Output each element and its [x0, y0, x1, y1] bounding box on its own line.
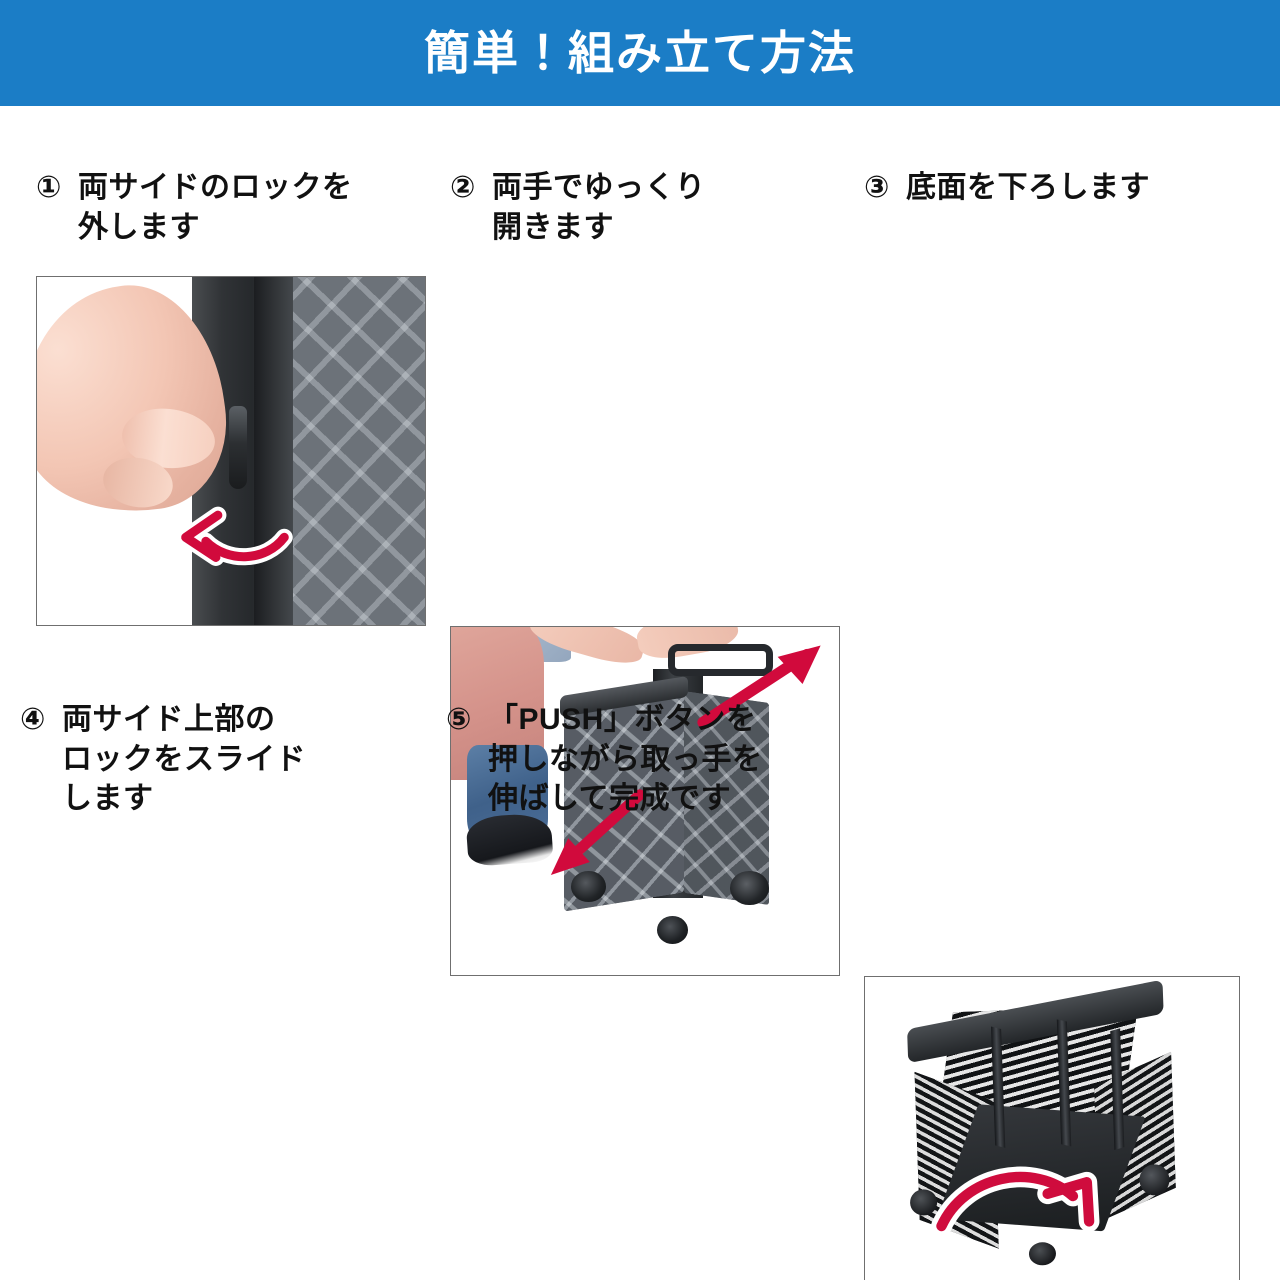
photo-1-scene	[37, 277, 425, 625]
step-1-label: 両サイドのロックを 外します	[78, 171, 353, 244]
step-4: ④ 両サイド上部の ロックをスライド します	[20, 700, 420, 819]
step-1-caption: ① 両サイドのロックを 外します	[36, 168, 426, 247]
step-2-number: ②	[450, 171, 476, 204]
step-5-number: ⑤	[446, 703, 472, 736]
step-1-number: ①	[36, 171, 62, 204]
step-4-caption: ④ 両サイド上部の ロックをスライド します	[20, 700, 420, 819]
step-3: ③ 底面を下ろします	[864, 168, 1264, 208]
step-3-number: ③	[864, 171, 890, 204]
straight-arrow-up-right-icon	[696, 645, 821, 728]
step-3-caption: ③ 底面を下ろします	[864, 168, 1264, 208]
step-1-photo	[36, 276, 426, 626]
step-3-photo	[864, 976, 1240, 1280]
curved-arrow-down-right-icon	[930, 1166, 1100, 1237]
step-3-label: 底面を下ろします	[906, 171, 1150, 204]
cart-handle-bar	[668, 644, 774, 676]
page-title: 簡単！組み立て方法	[424, 27, 856, 79]
step-2-photo	[450, 626, 840, 976]
lock-latch	[229, 405, 247, 490]
curved-arrow-left-icon	[177, 506, 293, 566]
step-1: ① 両サイドのロックを 外します	[36, 168, 426, 247]
step-2-label: 両手でゆっくり 開きます	[492, 171, 706, 244]
step-4-label: 両サイド上部の ロックをスライド します	[62, 703, 306, 816]
step-4-number: ④	[20, 703, 46, 736]
photo-2-scene	[451, 627, 839, 975]
straight-arrow-down-left-icon	[551, 789, 646, 875]
crate-edge-column	[254, 277, 294, 625]
header-banner: 簡単！組み立て方法	[0, 0, 1280, 106]
step-5-label: 「PUSH」ボタンを 押しながら取っ手を 伸ばして完成です	[488, 703, 763, 816]
step-5: ⑤ 「PUSH」ボタンを 押しながら取っ手を 伸ばして完成です	[446, 700, 846, 819]
step-2: ② 両手でゆっくり 開きます	[450, 168, 840, 247]
crate-lattice-wall	[272, 277, 425, 625]
step-5-caption: ⑤ 「PUSH」ボタンを 押しながら取っ手を 伸ばして完成です	[446, 700, 846, 819]
cart-wheel-right	[730, 870, 770, 906]
cart-wheel-left	[571, 870, 607, 902]
photo-3-scene	[865, 977, 1239, 1280]
cart-wheel-front	[656, 915, 688, 944]
step-2-caption: ② 両手でゆっくり 開きます	[450, 168, 840, 247]
